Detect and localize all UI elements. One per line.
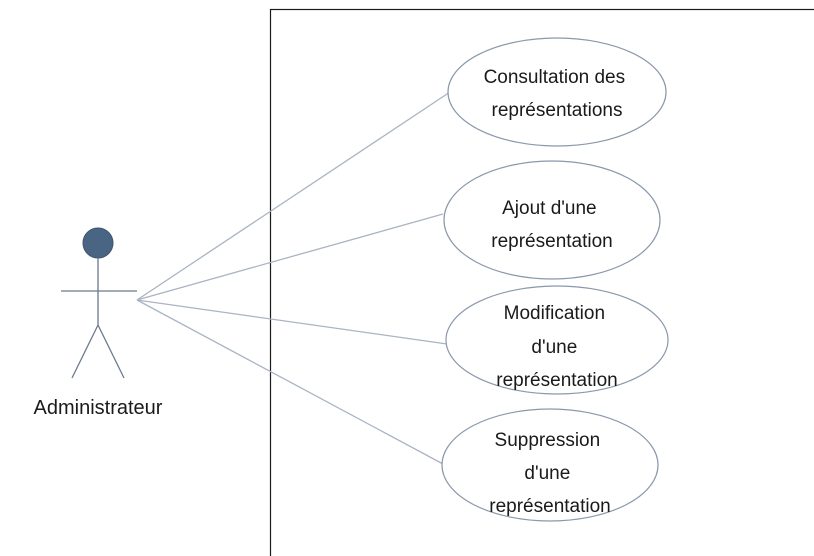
use-case-label-line: d'une [531, 337, 577, 358]
actor-right-leg [97, 324, 125, 379]
actor-left-leg [71, 324, 99, 379]
use-case-label-line: représentations [492, 100, 623, 121]
use-case-modification[interactable]: Modification d'une représentation [445, 285, 669, 395]
use-case-label-line: Suppression [495, 430, 601, 451]
association-line-ajout [136, 213, 444, 301]
system-boundary [269, 8, 814, 556]
use-case-ellipse [447, 37, 667, 147]
associations [136, 91, 451, 465]
association-line-modification [136, 299, 448, 345]
svg-text:Consultation des représe: Consultation des représentations [484, 67, 631, 121]
use-case-ellipse [443, 160, 661, 280]
use-case-label-line: d'une [524, 463, 570, 484]
actor-administrateur[interactable]: Administrateur [34, 227, 163, 419]
use-case-ellipse [441, 408, 659, 522]
use-case-label-line: représentation [491, 231, 612, 252]
use-case-label-line: représentation [496, 370, 617, 391]
actor-head [82, 227, 114, 259]
use-case-label-line: Ajout d'une [502, 198, 596, 219]
use-case-label-line: Modification [504, 303, 605, 324]
use-case-ellipse [445, 285, 669, 395]
use-case-consultation[interactable]: Consultation des représentations [447, 37, 667, 147]
association-line-consultation [136, 91, 451, 301]
actor-label: Administrateur [34, 397, 163, 419]
use-case-label-line: Consultation des [484, 67, 626, 88]
svg-text:Ajout d'une représentati: Ajout d'une représentation [491, 198, 612, 252]
use-case-suppression[interactable]: Suppression d'une représentation [441, 408, 659, 522]
use-case-label-line: représentation [489, 496, 610, 517]
association-line-suppression [136, 299, 444, 465]
svg-text:Suppression d'une: Suppression d'une représentation [489, 430, 610, 517]
svg-text:Modification d'une: Modification d'une représentation [496, 303, 617, 391]
use-case-ajout[interactable]: Ajout d'une représentation [443, 160, 661, 280]
